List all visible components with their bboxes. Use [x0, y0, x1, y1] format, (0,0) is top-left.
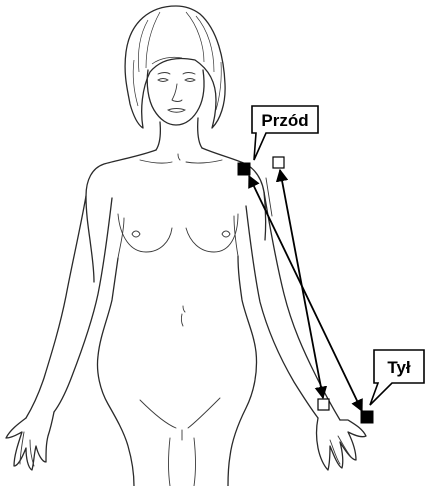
callout-front-label: Przód: [261, 111, 308, 130]
callout-front: Przód: [252, 106, 318, 160]
arrow-front-shoulder-to-back-hand: [249, 176, 362, 411]
torso: [86, 148, 266, 486]
arrow-back-shoulder-to-front-wrist: [280, 170, 323, 398]
face: [147, 70, 204, 125]
neck: [156, 118, 202, 150]
female-figure-outline: [6, 6, 366, 486]
callout-back-label: Tył: [387, 358, 411, 377]
annotations: Przód Tył: [238, 106, 424, 423]
callout-back: Tył: [370, 350, 424, 405]
back-shoulder-marker[interactable]: [273, 157, 284, 168]
front-shoulder-marker[interactable]: [238, 163, 250, 175]
right-arm: [246, 192, 366, 470]
front-wrist-marker[interactable]: [318, 399, 329, 410]
left-arm: [6, 196, 112, 470]
hair: [125, 6, 225, 128]
back-hand-marker[interactable]: [361, 411, 373, 423]
